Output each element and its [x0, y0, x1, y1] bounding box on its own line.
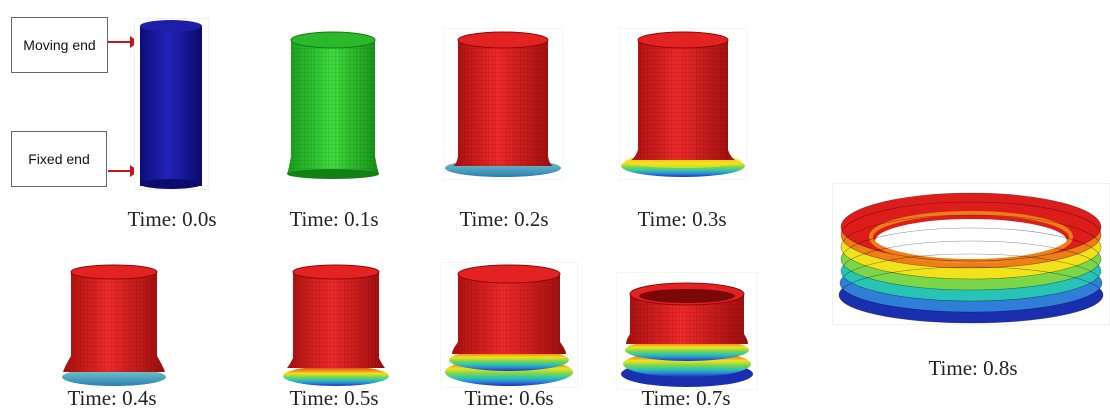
- caption-t07: Time: 0.7s: [641, 386, 730, 411]
- caption-t03: Time: 0.3s: [637, 207, 726, 232]
- caption-t06: Time: 0.6s: [464, 386, 553, 411]
- cylinder-t07-image: [616, 272, 758, 390]
- caption-t08: Time: 0.8s: [928, 356, 1017, 381]
- cylinder-t05-image: [281, 262, 391, 388]
- moving-end-arrow: [108, 41, 132, 43]
- cylinder-t04-image: [59, 262, 169, 388]
- panel-t00: [134, 18, 209, 190]
- caption-t00: Time: 0.0s: [127, 207, 216, 232]
- moving-end-label-box: Moving end: [11, 17, 108, 73]
- caption-t01: Time: 0.1s: [289, 207, 378, 232]
- panel-t06: [440, 262, 578, 388]
- caption-t02: Time: 0.2s: [459, 207, 548, 232]
- panel-t05: [281, 262, 391, 388]
- cylinder-t03-image: [619, 28, 747, 180]
- ring-t08-image: [832, 183, 1110, 325]
- caption-t04: Time: 0.4s: [67, 386, 156, 411]
- panel-t08: [832, 183, 1110, 325]
- cylinder-t00-image: [134, 18, 209, 190]
- fixed-end-arrow: [108, 170, 132, 172]
- cylinder-t06-image: [440, 262, 578, 388]
- cylinder-t02-image: [443, 28, 563, 180]
- panel-t07: [616, 272, 758, 390]
- cylinder-t01-image: [283, 28, 383, 180]
- panel-t01: [283, 28, 383, 180]
- fixed-end-label-box: Fixed end: [11, 131, 107, 187]
- panel-t03: [619, 28, 747, 180]
- moving-end-label: Moving end: [23, 37, 95, 53]
- fixed-end-label: Fixed end: [28, 151, 89, 167]
- caption-t05: Time: 0.5s: [289, 386, 378, 411]
- panel-t02: [443, 28, 563, 180]
- panel-t04: [59, 262, 169, 388]
